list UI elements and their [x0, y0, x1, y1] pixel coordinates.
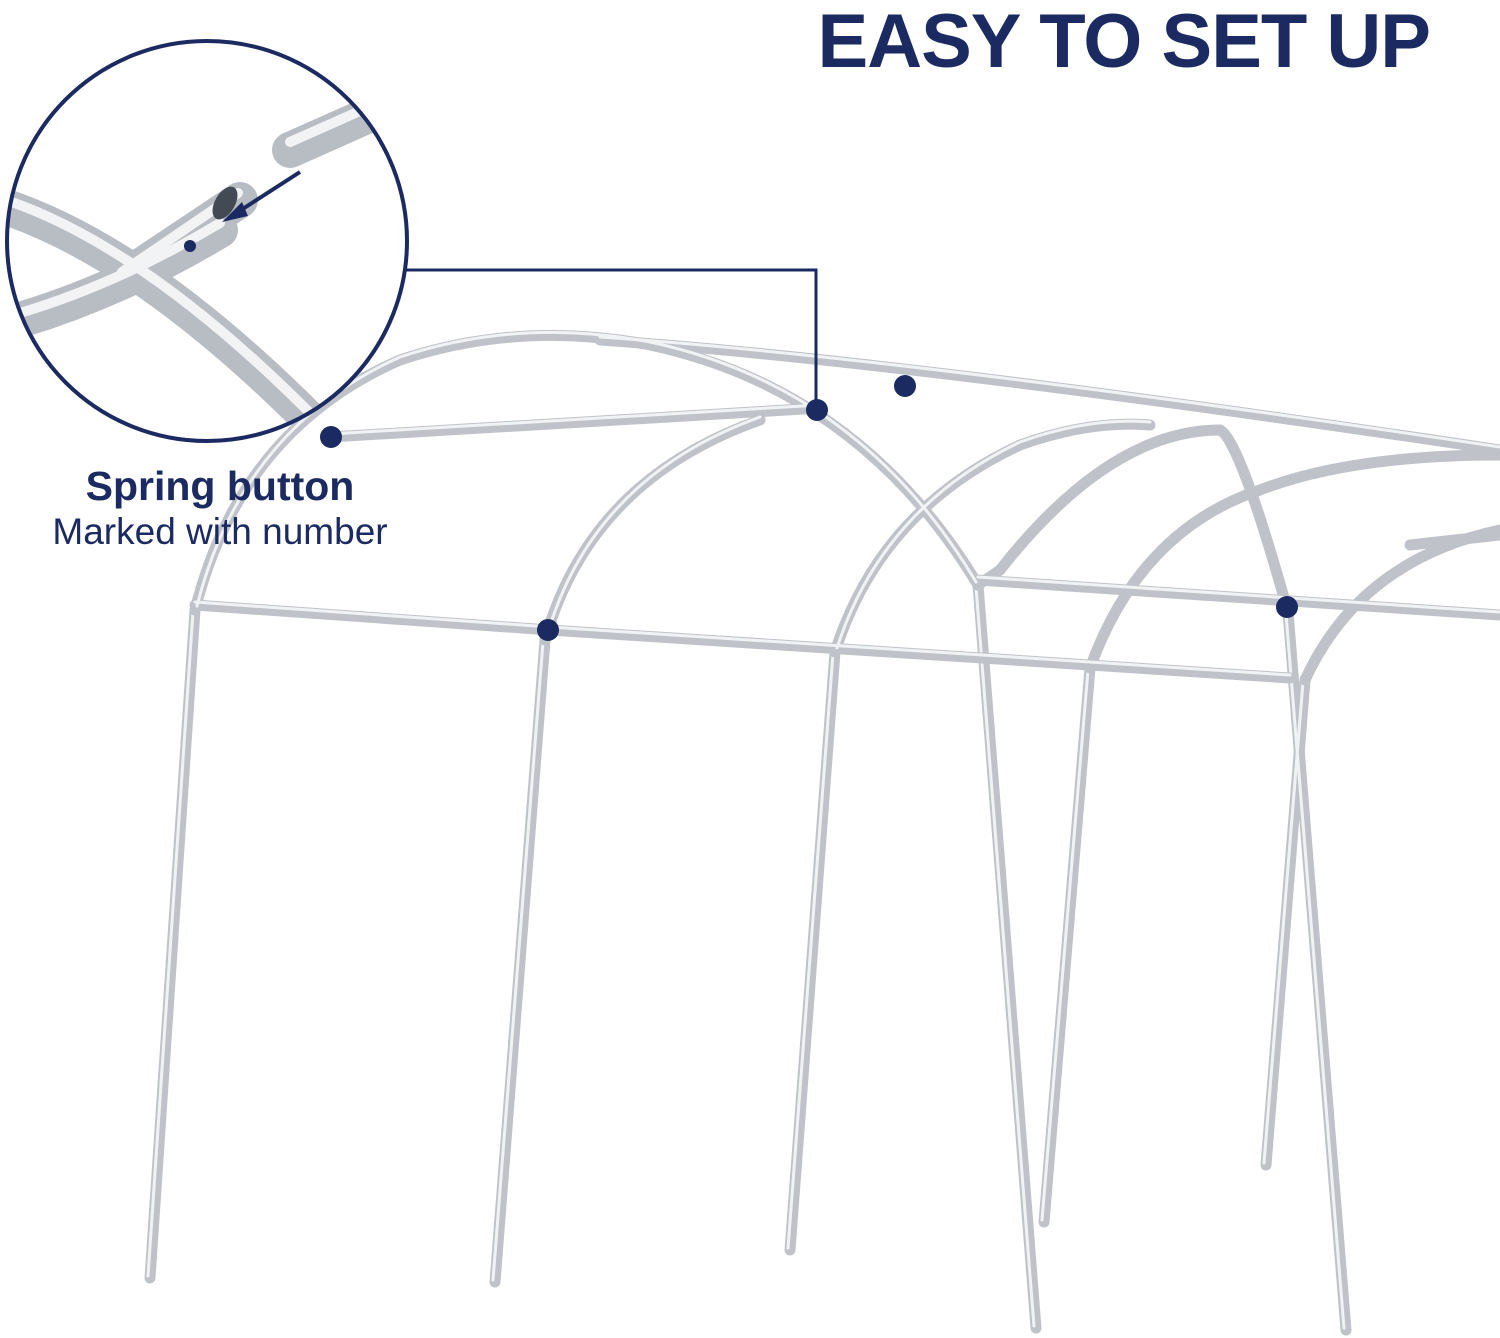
headline: EASY TO SET UP — [817, 0, 1431, 84]
spring-button-caption: Spring button Marked with number — [0, 462, 440, 554]
spring-button-dot — [537, 619, 559, 641]
spring-button-dot — [320, 426, 342, 448]
callout-leader-line — [395, 268, 818, 408]
spring-button-dot — [806, 399, 828, 421]
caption-title: Spring button — [85, 463, 355, 509]
caption-subtitle: Marked with number — [52, 511, 388, 552]
spring-button-markers — [320, 375, 1298, 641]
insert-arrow-icon — [222, 170, 302, 222]
zoom-detail-circle — [5, 39, 409, 443]
spring-button-dot — [894, 375, 916, 397]
spring-button-dot — [1276, 596, 1298, 618]
frame-legs — [144, 579, 1352, 1336]
